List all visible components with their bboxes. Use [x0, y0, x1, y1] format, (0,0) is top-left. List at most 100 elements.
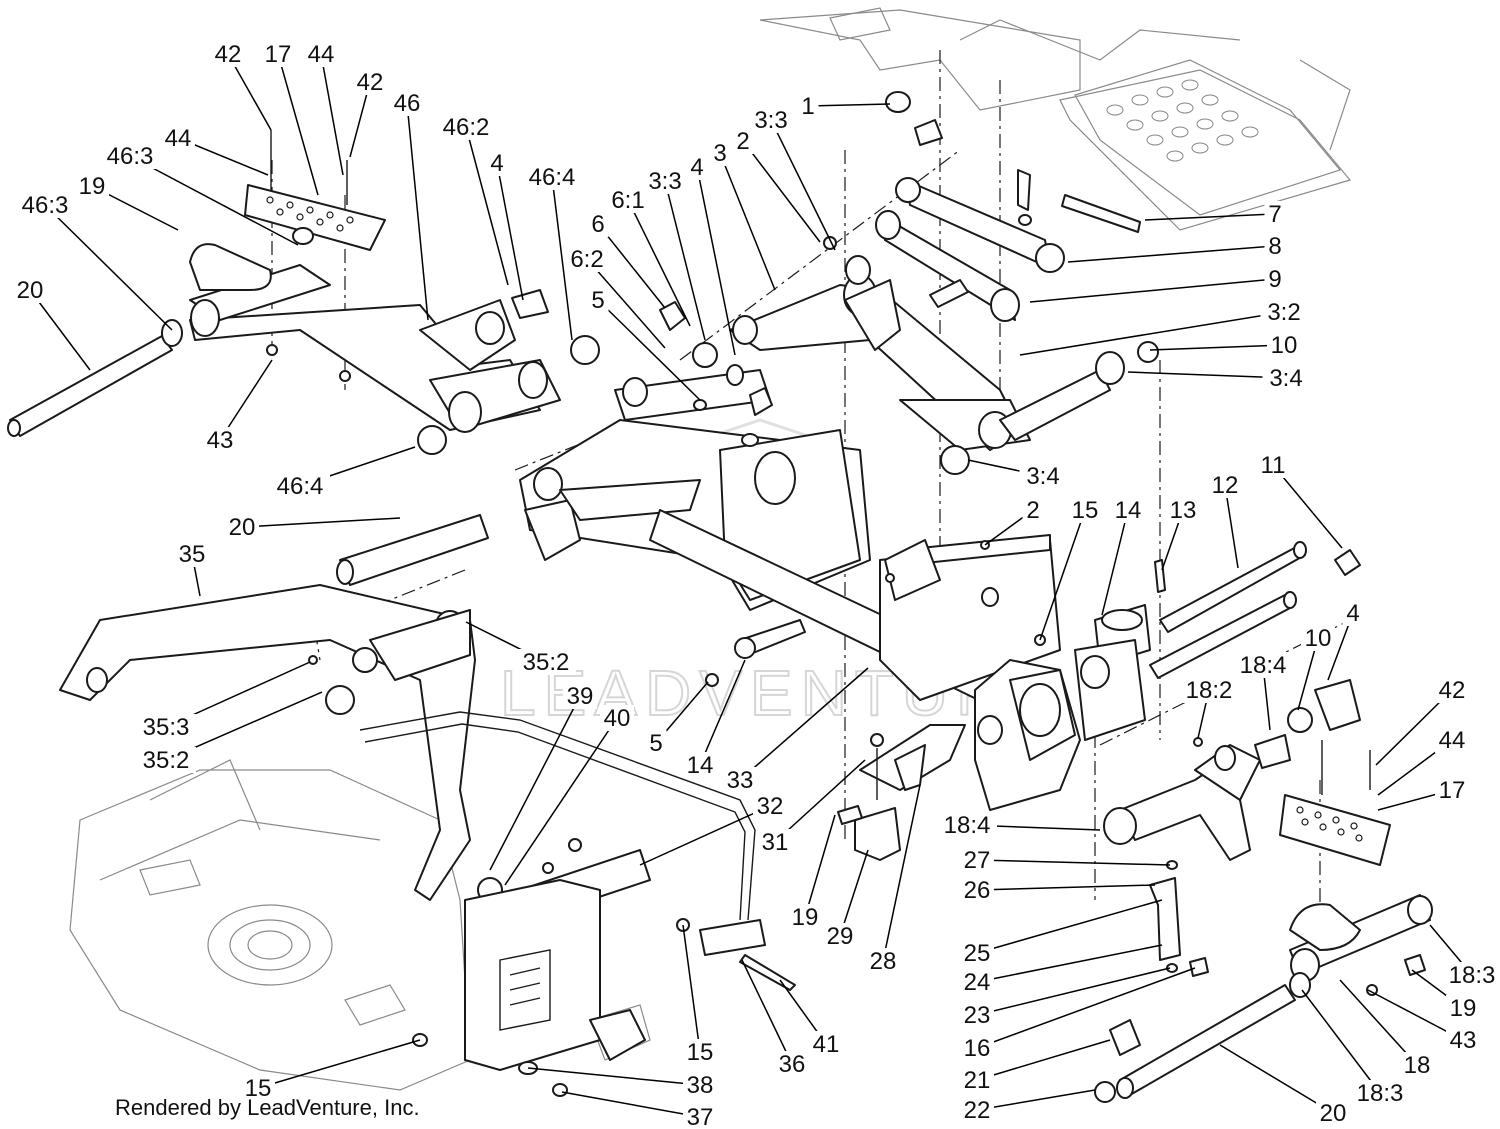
callout-bg-c12: [1264, 233, 1286, 259]
leader-line-c64: [976, 899, 1163, 954]
callout-bg-c48: [1022, 497, 1044, 523]
rod-8-and-9: [875, 91, 1141, 322]
callout-c77: 36: [779, 1051, 806, 1078]
callout-bg-c66: [960, 1002, 994, 1028]
callout-c44: 31: [762, 829, 789, 856]
leader-line-c79: [527, 1067, 701, 1086]
callout-c5: 3:3: [648, 168, 681, 195]
callout-c57: 18:2: [1186, 677, 1233, 704]
callout-c40: 32: [757, 793, 784, 820]
callout-bg-c32: [270, 473, 330, 499]
callout-bg-c71: [1350, 1080, 1410, 1106]
callout-c11: 7: [1268, 201, 1281, 228]
callout-bg-c58: [1435, 677, 1469, 703]
callout-c80: 37: [687, 1104, 714, 1129]
callout-c46: 29: [827, 923, 854, 950]
callout-c58: 42: [1439, 677, 1466, 704]
callout-c65: 24: [964, 969, 991, 996]
callout-bg-c60: [1435, 777, 1469, 803]
callout-bg-c53: [1256, 452, 1290, 478]
callout-c14: 3:2: [1267, 299, 1300, 326]
callout-bg-c1: [797, 93, 819, 119]
callout-bg-c75: [1442, 962, 1500, 988]
callout-c34: 35: [179, 541, 206, 568]
bushing-18-3-lower: [1289, 972, 1311, 998]
callout-c37: 35:2: [143, 747, 190, 774]
leader-line-c31: [219, 359, 273, 441]
leader-line-c30: [551, 176, 573, 341]
callout-bg-c49: [1068, 497, 1102, 523]
callout-c24: 46:3: [107, 143, 154, 170]
leader-line-c8: [597, 223, 666, 309]
leader-line-c43: [739, 667, 869, 781]
callout-c10: 5: [591, 287, 604, 314]
leader-line-c27: [29, 289, 91, 371]
pin-21: [1109, 1019, 1141, 1056]
leader-line-c15: [1149, 344, 1285, 351]
callout-c72: 18: [1404, 1052, 1431, 1079]
callout-c6: 4: [690, 154, 703, 181]
callout-c68: 21: [964, 1067, 991, 1094]
leader-line-c40: [639, 805, 771, 866]
callout-c59: 44: [1439, 727, 1466, 754]
background-frame-top: [759, 7, 1352, 231]
leader-line-c80: [561, 1091, 701, 1118]
callout-bg-c46: [823, 923, 857, 949]
leader-line-c71: [1301, 989, 1381, 1094]
leader-line-c52: [1224, 484, 1239, 569]
bushing-46-3: [161, 319, 183, 347]
callout-bg-c8: [587, 211, 609, 237]
callout-bg-c50: [1111, 497, 1145, 523]
callout-bg-c36: [136, 714, 196, 740]
callout-c61: 18:4: [944, 812, 991, 839]
leader-line-c44: [774, 759, 866, 843]
leader-line-c46: [839, 849, 869, 937]
callout-c60: 17: [1439, 777, 1466, 804]
callout-bg-c80: [683, 1104, 717, 1129]
callout-c45: 19: [792, 904, 819, 931]
washer-10-upper: [1137, 341, 1159, 363]
callout-c62: 27: [964, 847, 991, 874]
callout-bg-c45: [788, 904, 822, 930]
leader-line-c62: [976, 859, 1171, 866]
callout-c48: 2: [1026, 497, 1039, 524]
callout-c50: 14: [1115, 497, 1142, 524]
leader-line-c70: [1219, 1044, 1334, 1114]
callout-c26: 46:3: [22, 192, 69, 219]
washer-22: [1094, 1081, 1116, 1103]
leader-line-c22: [406, 102, 429, 321]
bumper-29: [854, 807, 901, 861]
callout-bg-c13: [1264, 266, 1286, 292]
callout-bg-c14: [1260, 299, 1308, 325]
leader-line-c20: [320, 53, 344, 176]
leader-line-c14: [1019, 311, 1285, 356]
callout-bg-c63: [960, 877, 994, 903]
callout-c15: 10: [1271, 332, 1298, 359]
callout-c2: 3:3: [754, 107, 787, 134]
leader-line-c29: [496, 162, 524, 301]
callout-bg-c28: [436, 114, 496, 140]
callout-bg-c72: [1400, 1052, 1434, 1078]
nut-1: [885, 91, 911, 113]
callout-c79: 38: [687, 1072, 714, 1099]
callout-c42: 14: [687, 752, 714, 779]
leader-line-c50: [1101, 509, 1129, 616]
callout-c74: 19: [1450, 995, 1477, 1022]
callout-bg-c74: [1446, 995, 1480, 1021]
callout-bg-c22: [390, 90, 424, 116]
leader-line-c66: [976, 967, 1171, 1016]
callout-bg-c19: [261, 41, 295, 67]
step-plate-icon: [1074, 59, 1342, 216]
callout-bg-c6: [686, 154, 708, 180]
washer-10-lower: [1287, 707, 1313, 733]
nut-11: [1334, 549, 1361, 576]
callout-c73: 43: [1450, 1027, 1477, 1054]
leader-line-c81: [257, 1039, 421, 1089]
callout-c33: 20: [229, 514, 256, 541]
callout-bg-c40: [753, 793, 787, 819]
callout-c75: 18:3: [1449, 962, 1496, 989]
callout-c17: 3:4: [1026, 463, 1059, 490]
bushing-18-4-lower: [1103, 807, 1137, 845]
